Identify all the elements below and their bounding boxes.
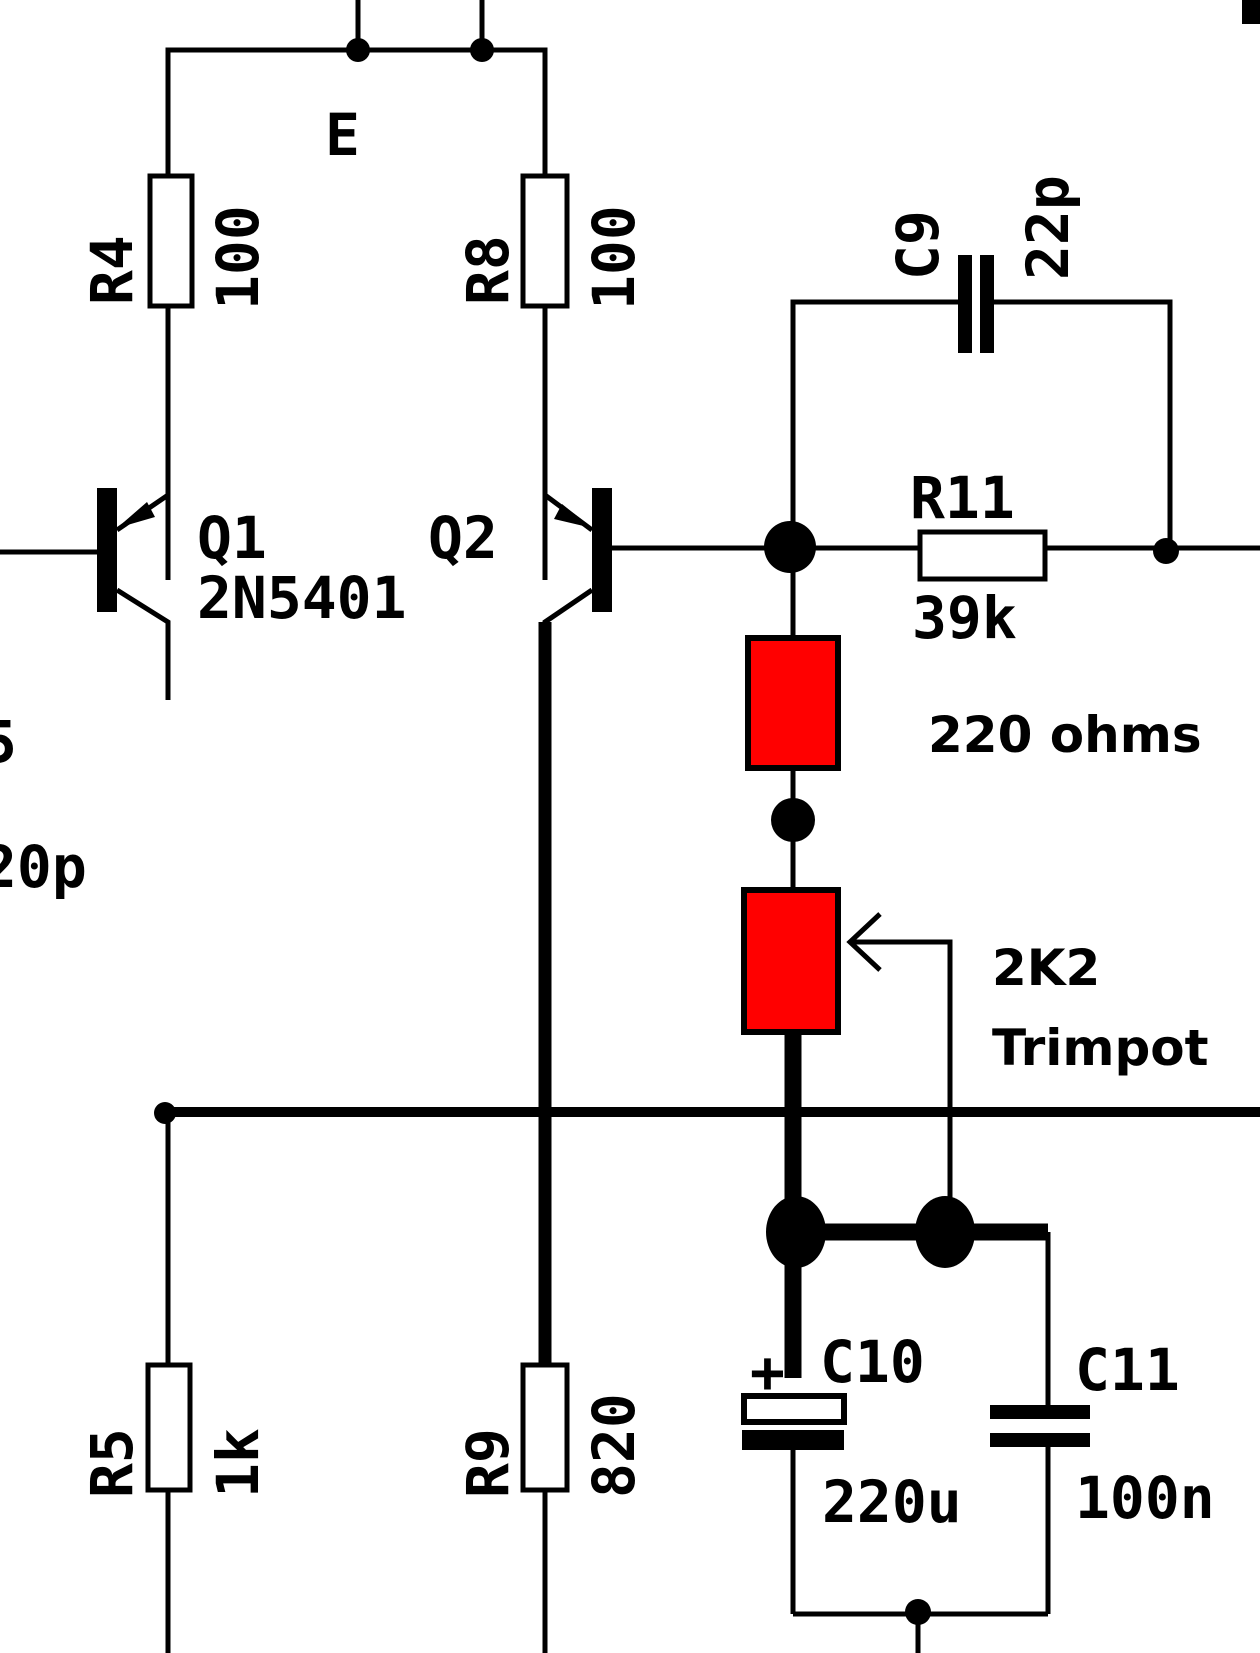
left-partial-label-1: 5 (0, 708, 17, 776)
transistor-q1 (0, 476, 171, 700)
r9-value-label: 820 (580, 1393, 648, 1498)
net-e-wires (165, 0, 548, 580)
annotation-220-ohms: 220 ohms (928, 706, 1202, 764)
corner-mark (1242, 0, 1260, 24)
resistor-r8 (520, 173, 570, 309)
c10-ref-label: C10 (820, 1328, 925, 1396)
c9-ref-label: C9 (884, 210, 952, 280)
feedback-network (612, 255, 1260, 582)
q2-ref-label: Q2 (428, 504, 498, 572)
resistor-r4 (147, 173, 195, 309)
bottom-return (793, 1599, 1048, 1653)
r5-ref-label: R5 (78, 1428, 146, 1498)
c11-ref-label: C11 (1075, 1336, 1180, 1404)
q1-ref-label: Q1 (197, 504, 267, 572)
capacitor-c11 (990, 1405, 1090, 1614)
r5-value-label: 1k (204, 1428, 272, 1498)
annotation-trimpot-value: 2K2 (992, 939, 1100, 997)
r8-ref-label: R8 (454, 235, 522, 305)
red-trimpot-2k2 (741, 887, 841, 1035)
net-e-label: E (325, 101, 360, 169)
r11-ref-label: R11 (910, 464, 1015, 532)
c10-plus-label: + (750, 1338, 785, 1406)
r4-ref-label: R4 (78, 235, 146, 305)
capacitor-c10 (741, 1393, 847, 1614)
thick-bus (154, 622, 1260, 1378)
c10-value-label: 220u (822, 1468, 962, 1536)
q1-part-label: 2N5401 (197, 564, 407, 632)
c11-value-label: 100n (1075, 1464, 1215, 1532)
r9-ref-label: R9 (454, 1428, 522, 1498)
r11-value-label: 39k (912, 584, 1017, 652)
resistor-r9 (520, 1362, 570, 1493)
modified-network (741, 560, 953, 1222)
r4-value-label: 100 (204, 205, 272, 310)
c9-value-label: 22p (1014, 175, 1082, 280)
red-resistor-220-ohms (745, 635, 841, 771)
left-partial-label-2: 20p (0, 833, 87, 901)
r8-value-label: 100 (580, 205, 648, 310)
resistor-r5 (145, 1362, 193, 1493)
annotation-trimpot-label: Trimpot (992, 1019, 1209, 1077)
transistor-q2 (542, 476, 612, 640)
